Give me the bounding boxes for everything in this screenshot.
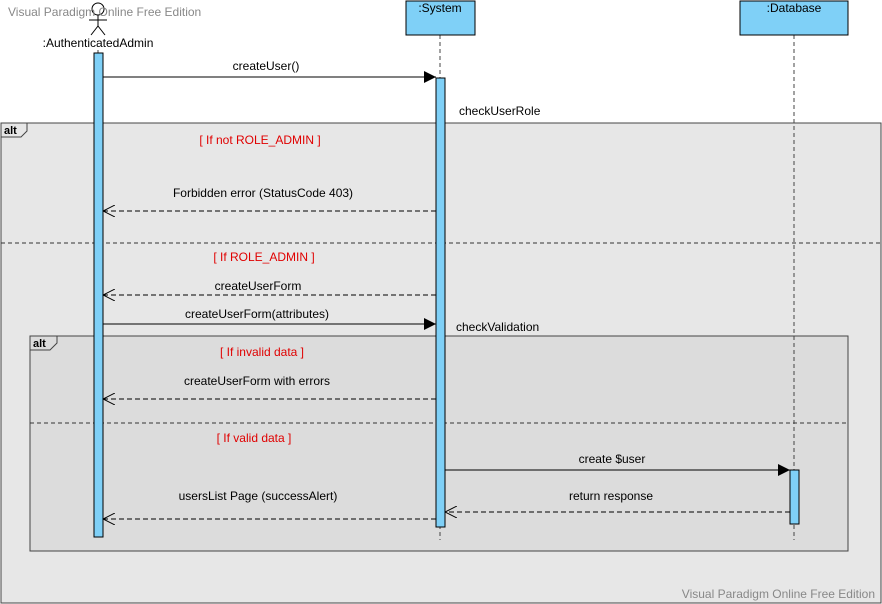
guard-invalid: [ If invalid data ] bbox=[220, 345, 304, 359]
create-user-form-reply-label: createUserForm bbox=[215, 279, 302, 293]
forbidden-label: Forbidden error (StatusCode 403) bbox=[173, 186, 353, 200]
inner-alt-tag: alt bbox=[33, 338, 46, 350]
create-user-db-label: create $user bbox=[579, 452, 646, 466]
system-lifeline-head[interactable]: :System bbox=[405, 0, 476, 36]
system-lifeline-label: :System bbox=[418, 1, 461, 15]
database-lifeline-head[interactable]: :Database bbox=[739, 0, 849, 36]
create-user-label: createUser() bbox=[233, 59, 300, 73]
watermark-bottom: Visual Paradigm Online Free Edition bbox=[682, 587, 875, 601]
outer-alt-tag: alt bbox=[4, 125, 17, 137]
actor-activation-bar bbox=[93, 52, 104, 538]
database-lifeline-label: :Database bbox=[767, 1, 822, 15]
create-user-form-call-label: createUserForm(attributes) bbox=[185, 307, 329, 321]
guard-admin: [ If ROLE_ADMIN ] bbox=[213, 250, 314, 264]
actor-figure[interactable] bbox=[89, 2, 107, 36]
check-validation-label: checkValidation bbox=[456, 320, 539, 334]
check-user-role-label: checkUserRole bbox=[459, 104, 541, 118]
return-response-label: return response bbox=[569, 489, 653, 503]
guard-not-admin: [ If not ROLE_ADMIN ] bbox=[199, 133, 320, 147]
watermark-top: Visual Paradigm Online Free Edition bbox=[8, 5, 201, 19]
guard-valid: [ If valid data ] bbox=[217, 431, 292, 445]
system-activation-bar bbox=[435, 77, 446, 528]
actor-name: :AuthenticatedAdmin bbox=[43, 36, 154, 50]
form-with-errors-label: createUserForm with errors bbox=[184, 374, 330, 388]
database-activation-bar bbox=[789, 469, 800, 525]
users-list-label: usersList Page (successAlert) bbox=[179, 489, 338, 503]
